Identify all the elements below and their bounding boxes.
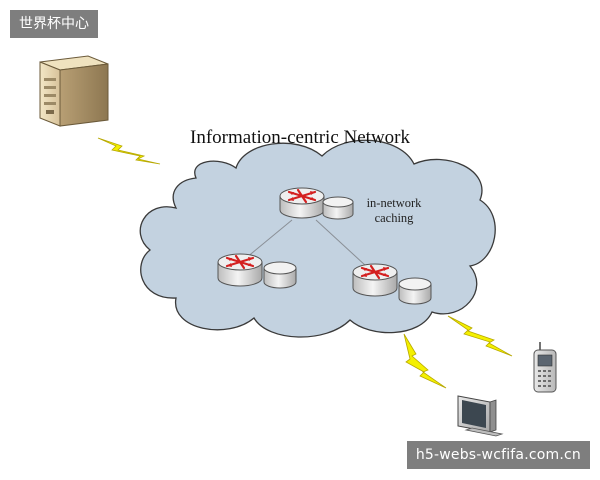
router-top bbox=[279, 187, 354, 220]
lightning-icon bbox=[447, 315, 513, 357]
cache-disk-icon bbox=[263, 261, 297, 289]
router-icon bbox=[217, 253, 263, 287]
diagram-title: Information-centric Network bbox=[190, 127, 410, 148]
network-cloud bbox=[139, 139, 496, 338]
link-top-right bbox=[315, 219, 367, 267]
server-icon bbox=[39, 55, 109, 127]
router-right bbox=[352, 263, 432, 305]
link-top-left bbox=[245, 219, 293, 259]
caching-label-line1: in-network bbox=[367, 196, 423, 210]
watermark-top-left: 世界杯中心 bbox=[10, 10, 98, 38]
mobile-phone-icon bbox=[533, 342, 557, 393]
router-left bbox=[217, 253, 297, 289]
lightning-icon bbox=[403, 333, 447, 389]
cache-disk-icon bbox=[322, 196, 354, 220]
lightning-icon bbox=[97, 137, 161, 165]
router-icon bbox=[279, 187, 325, 219]
watermark-bottom-right: h5-webs-wcfifa.com.cn bbox=[406, 441, 590, 469]
router-icon bbox=[352, 263, 398, 297]
cache-disk-icon bbox=[398, 277, 432, 305]
caching-label-line2: caching bbox=[375, 211, 415, 225]
desktop-monitor-icon bbox=[457, 395, 504, 437]
